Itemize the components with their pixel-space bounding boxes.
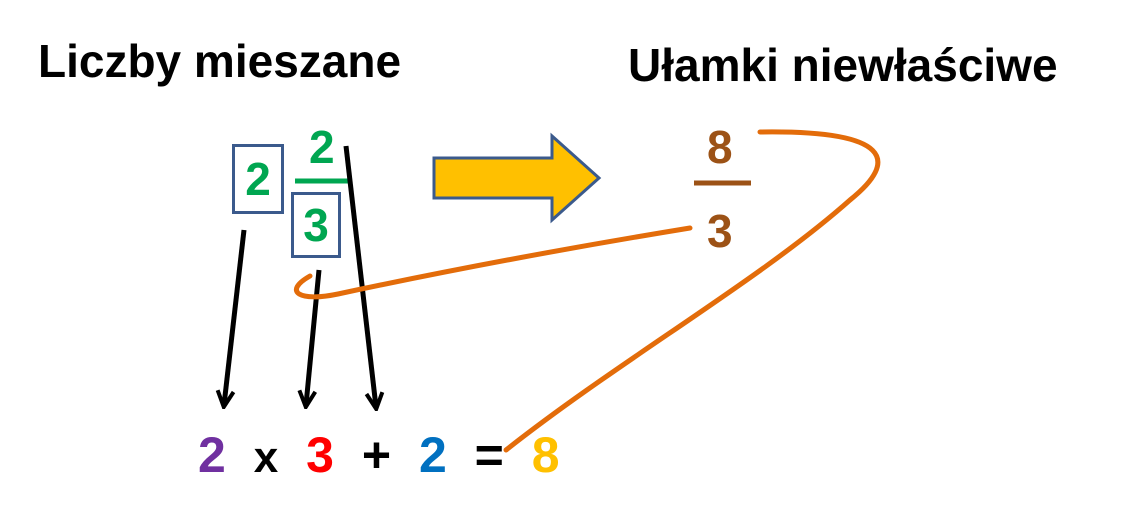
equation: 2 x 3 + 2 = 8	[198, 430, 560, 480]
mixed-denominator: 3	[303, 199, 329, 251]
equation-times: x	[253, 433, 279, 482]
arrow-numerator-to-equation	[343, 145, 376, 407]
improper-fractions-title: Ułamki niewłaściwe	[628, 39, 1058, 91]
improper-numerator: 8	[707, 121, 733, 173]
mixed-denominator-box: 3	[291, 192, 341, 258]
improper-denominator: 3	[707, 205, 733, 257]
mixed-numerator: 2	[309, 121, 335, 173]
whole-number-box: 2	[232, 144, 284, 214]
equation-numerator: 2	[418, 427, 447, 483]
arrow-whole-to-equation	[224, 229, 247, 405]
arrow-denominator-to-equation	[306, 269, 322, 405]
denominator-link-curve	[294, 225, 693, 300]
result-link-curve	[503, 129, 881, 453]
equation-denominator: 3	[306, 427, 334, 483]
equation-equals: =	[474, 427, 504, 483]
equation-plus: +	[361, 427, 392, 483]
equation-whole: 2	[198, 427, 226, 483]
equation-result: 8	[531, 427, 560, 483]
conversion-arrow	[432, 132, 602, 224]
mixed-numbers-title: Liczby mieszane	[38, 35, 402, 87]
whole-number: 2	[245, 153, 271, 205]
